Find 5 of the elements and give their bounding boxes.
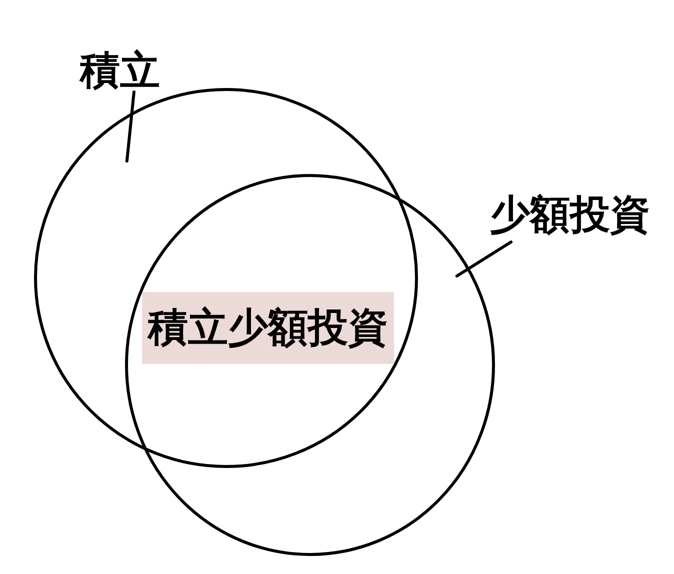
label-text: 少額投資 (486, 188, 654, 242)
label-text: 積立 (74, 50, 166, 92)
highlighted-label: 積立少額投資 (142, 292, 394, 364)
leader-line (125, 90, 136, 162)
leader-line (455, 240, 513, 278)
